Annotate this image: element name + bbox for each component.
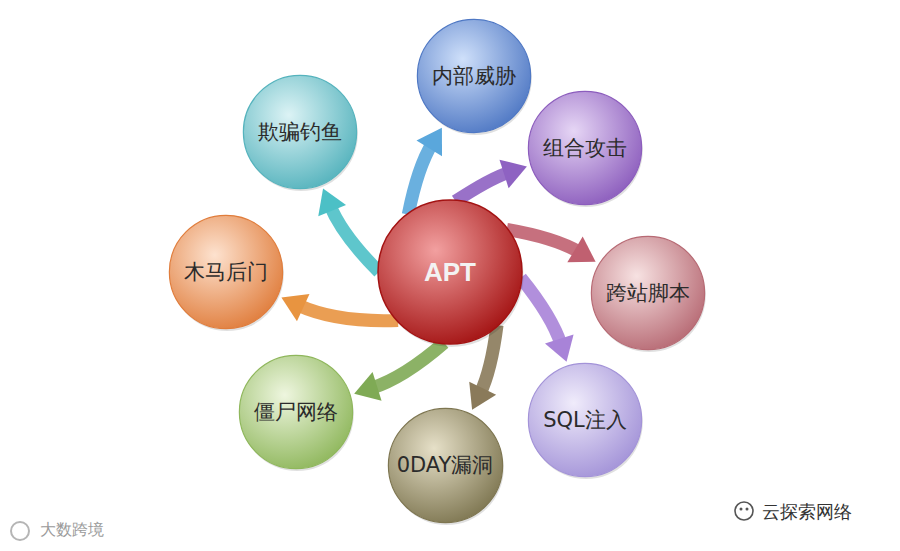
node-label: 0DAY漏洞 (397, 451, 494, 479)
node-label: SQL注入 (543, 406, 627, 434)
threat-circle: 0DAY漏洞 (386, 406, 505, 525)
node-label: 僵尸网络 (254, 398, 338, 426)
threat-circle: SQL注入 (526, 361, 644, 479)
node-label: APT (424, 257, 476, 288)
node-label: 内部威胁 (432, 62, 516, 90)
threat-circle: 内部威胁 (415, 17, 533, 135)
threat-circle: 僵尸网络 (237, 353, 355, 471)
node-label: 跨站脚本 (606, 279, 690, 307)
swirl-arrow (456, 160, 527, 202)
watermark-icon (11, 502, 753, 540)
node-label: 木马后门 (184, 258, 268, 286)
core-circle: APT (375, 197, 525, 347)
node-label: 欺骗钓鱼 (258, 118, 342, 146)
threat-circle: 欺骗钓鱼 (241, 73, 359, 191)
node-label: 组合攻击 (543, 134, 627, 162)
swirl-arrow (318, 188, 379, 271)
watermark-text: 大数跨境 (40, 520, 104, 541)
swirl-arrow (281, 294, 398, 321)
swirl-arrow (354, 343, 444, 401)
watermark-text: 云探索网络 (762, 500, 852, 524)
threat-circle: 组合攻击 (526, 89, 644, 207)
threat-circle: 跨站脚本 (589, 234, 707, 352)
swirl-arrow (521, 278, 574, 362)
threat-circle: 木马后门 (167, 213, 285, 331)
